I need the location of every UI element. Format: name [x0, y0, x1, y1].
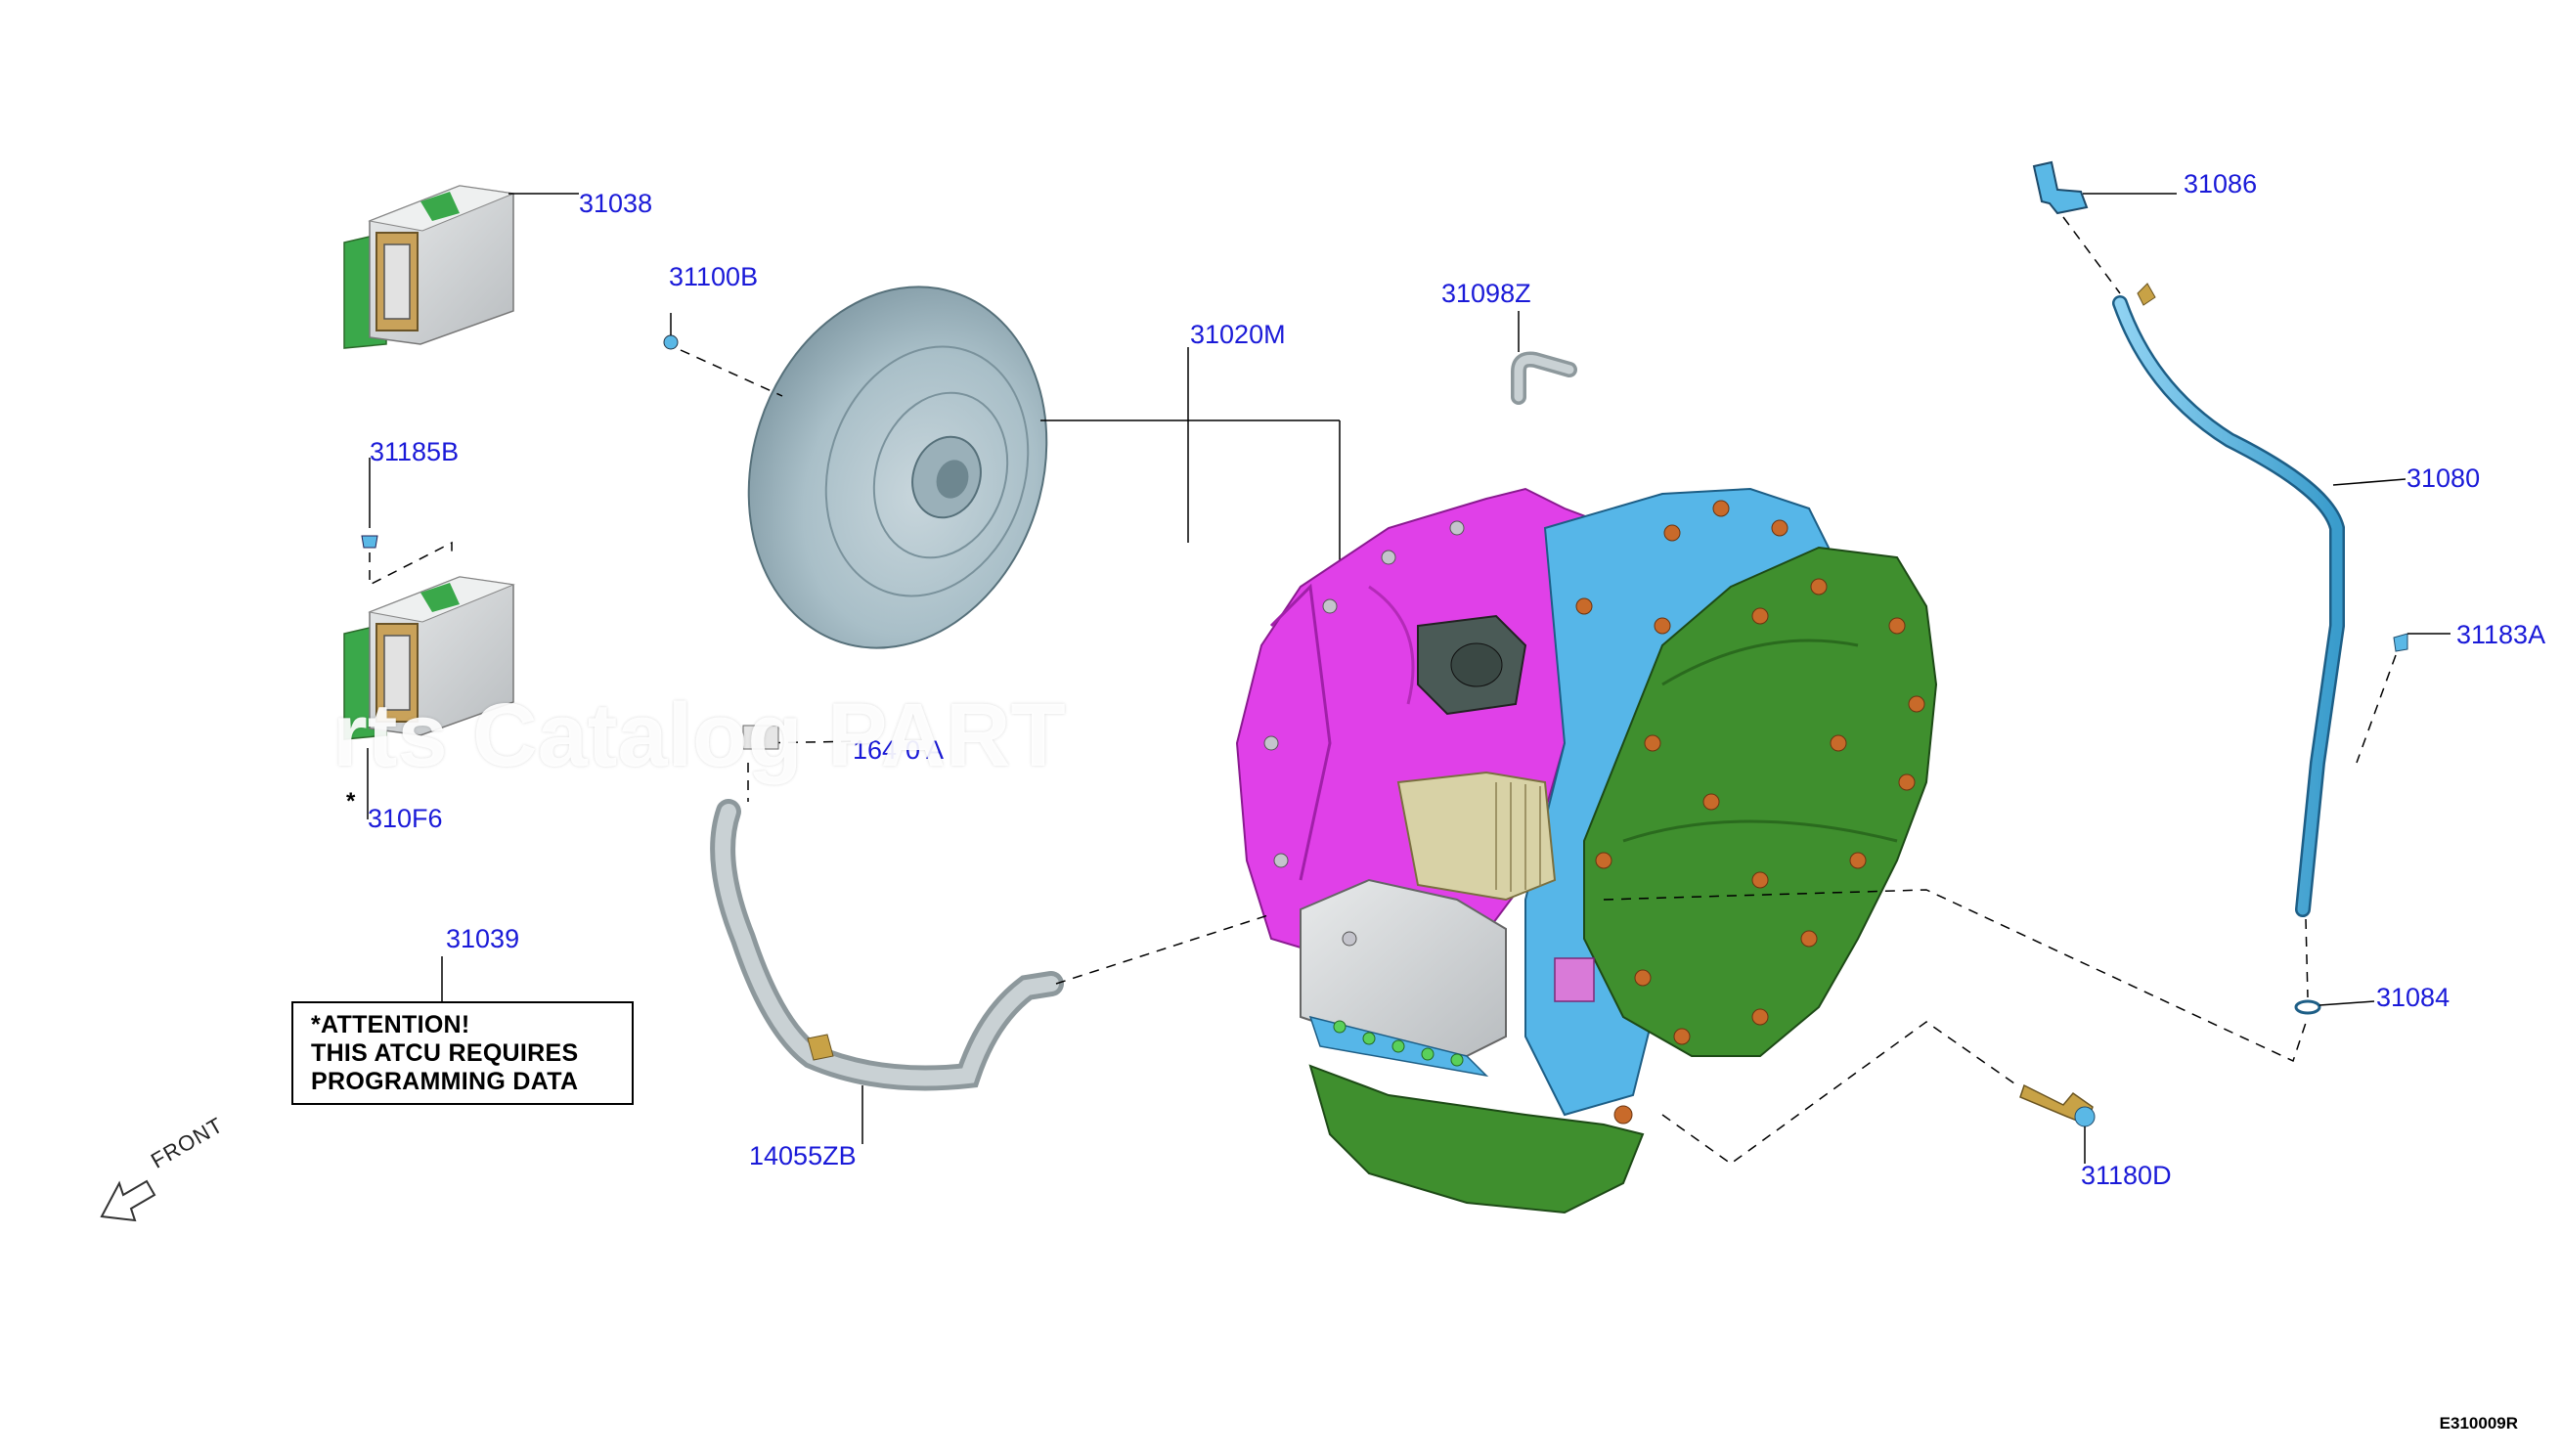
dipstick-handle[interactable] — [2032, 160, 2177, 294]
callout-31100b[interactable]: 31100B — [669, 262, 759, 291]
torque-converter[interactable] — [703, 247, 1341, 686]
atcu-module-upper[interactable] — [343, 185, 579, 349]
callout-31098z[interactable]: 31098Z — [1441, 279, 1531, 308]
transmission-assembly[interactable] — [1235, 487, 1938, 1214]
attention-note: *ATTENTION! THIS ATCU REQUIRES PROGRAMMI… — [291, 1001, 634, 1105]
screw-31185b[interactable] — [361, 458, 453, 587]
callout-0a[interactable]: 0 A — [905, 735, 945, 765]
drawing-id: E310009R — [2439, 1414, 2518, 1433]
bolt-31100b[interactable] — [663, 313, 783, 397]
hose-31098z[interactable] — [1511, 311, 1577, 405]
front-arrow-icon — [100, 1179, 156, 1222]
cooler-hose[interactable] — [710, 725, 1272, 1144]
callout-31084[interactable]: 31084 — [2376, 983, 2451, 1012]
attention-line-3: PROGRAMMING DATA — [311, 1068, 579, 1095]
callout-310f6[interactable]: 310F6 — [368, 804, 443, 833]
attention-line-2: THIS ATCU REQUIRES — [311, 1039, 579, 1067]
callout-31086[interactable]: 31086 — [2184, 169, 2258, 199]
asterisk-marker: * — [346, 788, 356, 815]
callout-31020m[interactable]: 31020M — [1190, 320, 1286, 349]
atcu-module-lower[interactable] — [343, 576, 515, 819]
o-ring-31084[interactable] — [1603, 889, 2375, 1063]
callout-14055zb[interactable]: 14055ZB — [749, 1141, 857, 1170]
callout-31180d[interactable]: 31180D — [2081, 1161, 2172, 1190]
attention-line-1: *ATTENTION! — [311, 1011, 470, 1038]
bolt-31180d[interactable] — [1661, 1021, 2096, 1165]
callout-31185b[interactable]: 31185B — [370, 437, 460, 466]
dipstick-tube[interactable] — [2112, 283, 2406, 917]
callout-31183a[interactable]: 31183A — [2456, 620, 2546, 649]
callout-31039[interactable]: 31039 — [446, 924, 520, 953]
clip-31183a[interactable] — [2356, 633, 2451, 764]
callout-164[interactable]: 164 — [853, 735, 898, 765]
callout-31038[interactable]: 31038 — [579, 189, 653, 218]
callout-31080[interactable]: 31080 — [2406, 463, 2481, 493]
